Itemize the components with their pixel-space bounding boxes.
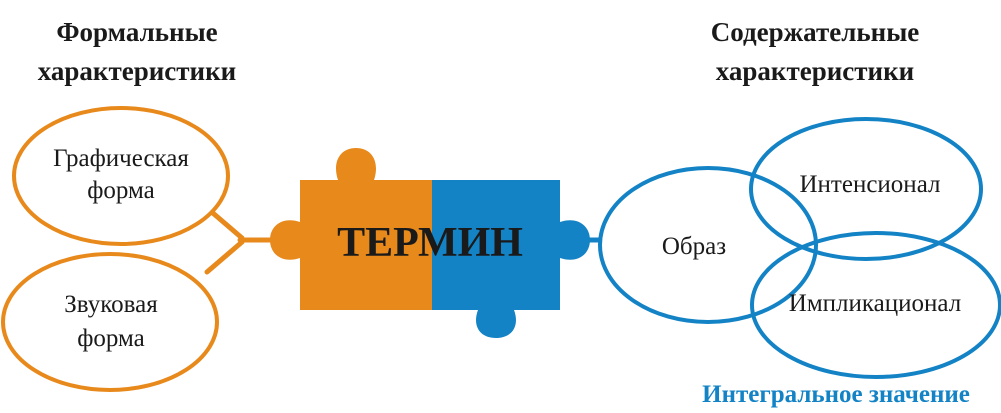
graphic-form-line1: Графическая bbox=[53, 145, 189, 172]
right-ellipses bbox=[598, 117, 1001, 379]
graphic-form-line2: форма bbox=[87, 177, 155, 204]
puzzle-pieces-icon: ТЕРМИН bbox=[270, 148, 600, 338]
left-group-title: Формальные характеристики bbox=[38, 17, 236, 86]
term-label: ТЕРМИН bbox=[337, 220, 523, 266]
connector-lower-branch bbox=[204, 239, 245, 275]
blue-puzzle-piece bbox=[432, 180, 590, 338]
integral-meaning-caption: Интегральное значение bbox=[702, 381, 970, 408]
right-title-line2: характеристики bbox=[716, 56, 914, 86]
left-title-line2: характеристики bbox=[38, 56, 236, 86]
implicational-label: Импликационал bbox=[789, 290, 961, 317]
sound-form-node: Звуковая форма bbox=[1, 252, 219, 392]
sound-form-line1: Звуковая bbox=[64, 291, 158, 318]
sound-form-ellipse bbox=[1, 252, 219, 392]
graphic-form-ellipse bbox=[12, 106, 230, 246]
image-ellipse bbox=[598, 166, 818, 324]
implicational-ellipse bbox=[750, 231, 1001, 379]
image-label: Образ bbox=[662, 233, 726, 260]
left-title-line1: Формальные bbox=[56, 17, 217, 47]
orange-puzzle-piece bbox=[270, 148, 432, 310]
intensional-ellipse bbox=[749, 117, 983, 261]
graphic-form-node: Графическая форма bbox=[12, 106, 230, 246]
intensional-label: Интенсионал bbox=[800, 171, 941, 198]
sound-form-line2: форма bbox=[77, 325, 145, 352]
right-group-title: Содержательные характеристики bbox=[711, 17, 920, 86]
right-title-line1: Содержательные bbox=[711, 17, 920, 47]
